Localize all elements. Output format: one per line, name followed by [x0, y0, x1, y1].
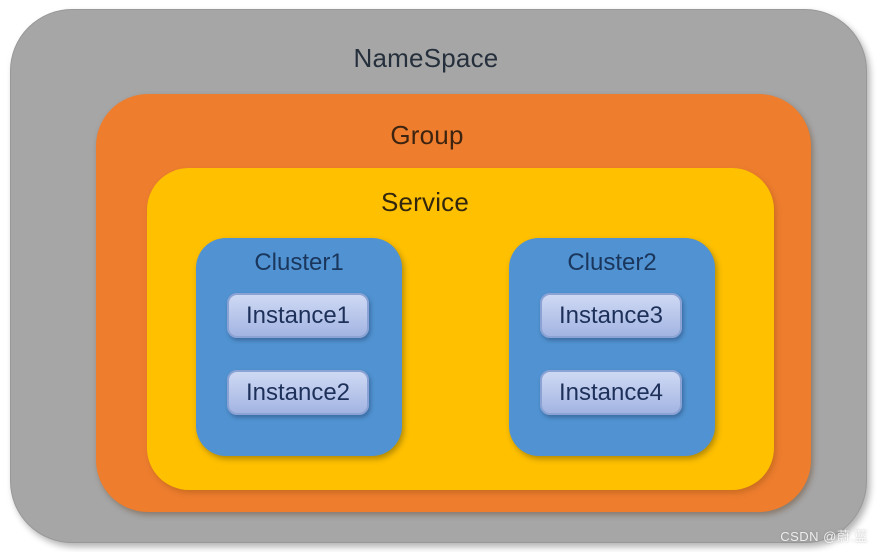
cluster1-label: Cluster1	[254, 249, 344, 276]
service-box: Service Cluster1 Instance1 Instance2 Clu…	[147, 168, 774, 490]
instance4-label: Instance4	[558, 378, 664, 406]
instance2-label: Instance2	[245, 378, 351, 406]
instance3-box: Instance3	[540, 293, 682, 338]
cluster2-box: Cluster2 Instance3 Instance4	[509, 238, 715, 456]
cluster1-box: Cluster1 Instance1 Instance2	[196, 238, 402, 456]
instance3-label: Instance3	[558, 301, 664, 329]
instance2-box: Instance2	[227, 370, 369, 415]
namespace-label: NameSpace	[353, 43, 499, 73]
namespace-box: NameSpace Group Service Cluster1 Instanc…	[10, 9, 867, 543]
watermark-text: CSDN @蔚.蓝	[780, 529, 868, 544]
service-label: Service	[380, 187, 470, 217]
group-box: Group Service Cluster1 Instance1 Instanc…	[96, 94, 811, 512]
instance4-box: Instance4	[540, 370, 682, 415]
instance1-label: Instance1	[245, 301, 351, 329]
group-label: Group	[390, 120, 464, 150]
instance1-box: Instance1	[227, 293, 369, 338]
cluster2-label: Cluster2	[567, 249, 657, 276]
